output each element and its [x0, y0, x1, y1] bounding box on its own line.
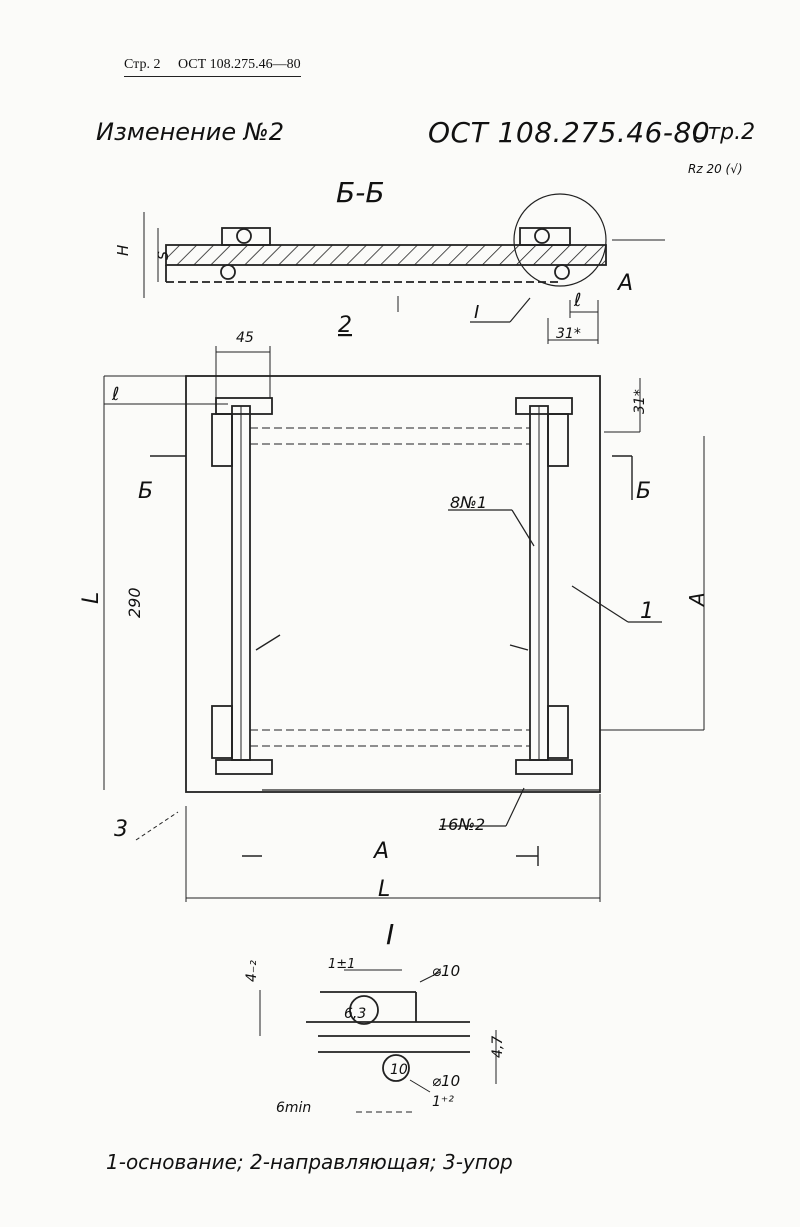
- dim-45: 45: [236, 330, 254, 346]
- change-title: Изменение №2: [96, 118, 284, 146]
- dim-r10: 10: [390, 1062, 408, 1078]
- bolt-circle-3: [220, 264, 236, 280]
- roughness-mark: Rz 20 (√): [688, 162, 743, 176]
- dim-L-horizontal: L: [378, 877, 390, 902]
- dim-A-vertical: A: [685, 592, 709, 608]
- label-b-right: Б: [636, 479, 651, 504]
- dim-d10-bottom: ⌀10: [432, 1072, 460, 1090]
- section-label: Б-Б: [336, 176, 385, 209]
- dim-290: 290: [125, 587, 144, 618]
- dim-31-section: 31*: [556, 326, 581, 342]
- clamp-top-right: [515, 397, 573, 415]
- clamp-bottom-left: [215, 759, 273, 775]
- weld-bead-bottom: [382, 1054, 410, 1082]
- dim-l-section: ℓ: [573, 290, 581, 311]
- dim-l-plan: ℓ: [111, 384, 119, 405]
- dim-47: 4,7: [490, 1036, 506, 1058]
- weld-bead-top: [349, 995, 379, 1025]
- stop-bottom-left: [211, 705, 233, 759]
- dim-r63: 6,3: [344, 1006, 366, 1022]
- stop-top-right: [547, 413, 569, 467]
- parts-legend: 1-основание; 2-направляющая; 3-упор: [106, 1150, 513, 1174]
- dim-L-vertical: L: [79, 592, 104, 604]
- label-3: 3: [114, 817, 128, 842]
- clamp-top-left: [215, 397, 273, 415]
- label-roman-i-detail: I: [386, 918, 394, 951]
- label-weld-2: 16№2: [438, 815, 485, 834]
- label-roman-i-section: I: [474, 302, 479, 323]
- label-a-plan: A: [372, 839, 389, 864]
- page-number-handwritten: Стр.2: [692, 120, 756, 145]
- stop-bottom-right: [547, 705, 569, 759]
- bolt-circle-2: [534, 228, 550, 244]
- label-a-section: A: [616, 271, 633, 296]
- plan-view: [103, 346, 705, 902]
- header-standard: ОСТ 108.275.46—80: [177, 57, 301, 72]
- header-page-number: Стр. 2: [124, 57, 161, 72]
- page-header: Стр. 2 ОСТ 108.275.46—80: [124, 57, 301, 77]
- bolt-circle-4: [554, 264, 570, 280]
- dim-6min: 6min: [276, 1100, 311, 1116]
- bolt-circle-1: [236, 228, 252, 244]
- section-plate: [165, 244, 607, 266]
- clamp-bottom-right: [515, 759, 573, 775]
- dim-tol-1: 1±1: [328, 957, 355, 972]
- top-bar-right: [519, 227, 571, 246]
- dim-31-plan: 31*: [632, 389, 648, 414]
- label-2: 2: [338, 313, 352, 338]
- dim-s: S: [156, 251, 172, 260]
- detail-view: [259, 969, 497, 1113]
- dim-tol-2: 1⁺²: [432, 1094, 454, 1110]
- standard-code: ОСТ 108.275.46-80: [428, 116, 711, 149]
- base-plate: [185, 375, 601, 793]
- dim-h: H: [114, 245, 132, 256]
- dim-d10-top: ⌀10: [432, 962, 460, 980]
- label-weld-1: 8№1: [450, 493, 487, 512]
- detail-circle-i: [513, 193, 607, 287]
- label-1: 1: [640, 599, 654, 624]
- dim-4-2: 4₋₂: [244, 960, 260, 982]
- section-view: [143, 193, 665, 344]
- top-bar-left: [221, 227, 271, 246]
- label-b-left: Б: [138, 479, 153, 504]
- stop-top-left: [211, 413, 233, 467]
